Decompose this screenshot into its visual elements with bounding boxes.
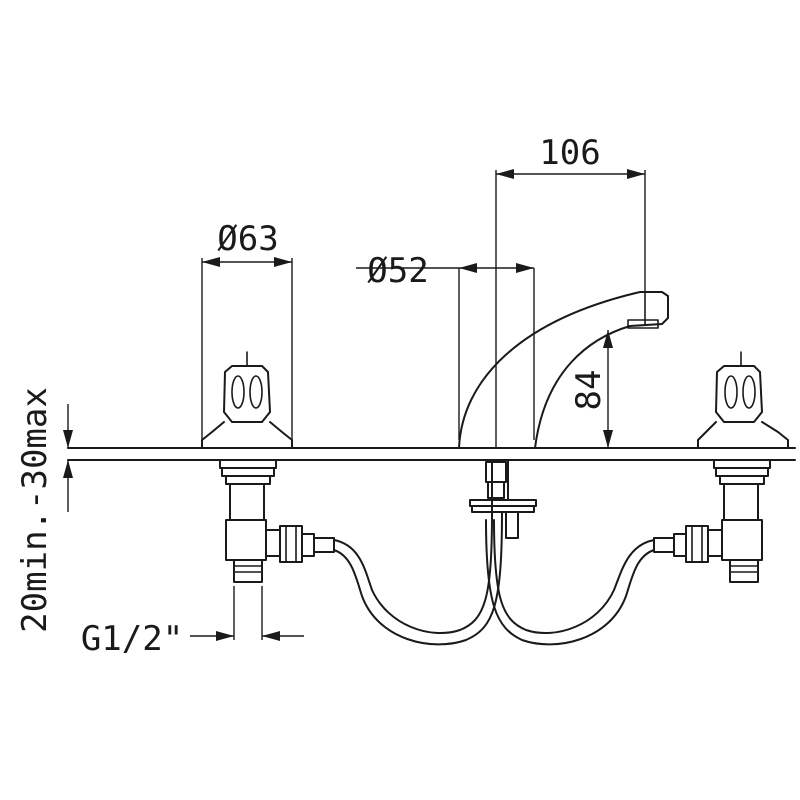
label-handle-diameter: Ø63 — [217, 219, 278, 259]
dimension-spout-height — [603, 330, 613, 448]
deck — [67, 447, 796, 461]
dimension-spout-reach — [495, 169, 646, 448]
spout — [458, 291, 669, 539]
right-handle-valve — [653, 351, 789, 583]
label-connection-thread: G1/2" — [81, 619, 183, 659]
label-deck-thickness: 20min.-30max — [15, 387, 55, 633]
label-spout-reach: 106 — [539, 133, 600, 173]
label-spout-height: 84 — [569, 370, 609, 411]
dimension-connection-thread — [190, 586, 304, 641]
label-spout-base-diameter: Ø52 — [367, 251, 428, 291]
dimension-handle-diameter — [201, 257, 293, 440]
dimension-spout-base-diameter — [356, 263, 535, 440]
left-handle-valve — [201, 351, 335, 583]
dimension-deck-thickness — [63, 404, 73, 512]
flex-hoses — [333, 511, 655, 646]
